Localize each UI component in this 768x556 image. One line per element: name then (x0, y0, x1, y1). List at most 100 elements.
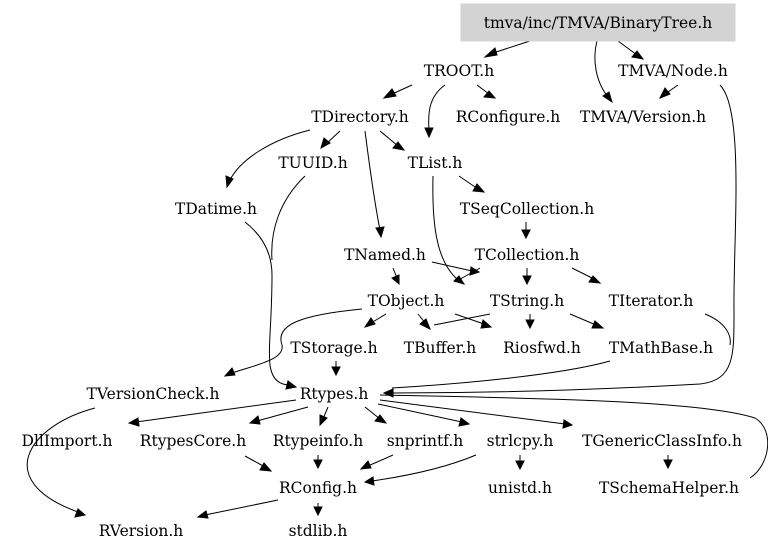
edge-titerator-rtypes (704, 313, 731, 346)
edge-rtypes-snprintf (364, 406, 381, 420)
arrowhead (363, 476, 375, 486)
edge-binarytree-troot (489, 40, 531, 55)
edge-tobject-riosfwd (454, 313, 485, 325)
arrowhead (331, 366, 341, 377)
edge-tmathbase-rtypes (391, 360, 611, 389)
arrowhead (392, 141, 406, 151)
edge-tdirectory-tdatime (229, 129, 311, 181)
node-rtypes[interactable]: Rtypes.h (300, 385, 369, 403)
arrowhead (521, 229, 531, 240)
edge-rconfig-rversion (204, 499, 279, 516)
edge-tnamed-tstring (431, 261, 473, 272)
edge-tlist-tstring (432, 175, 459, 281)
node-tuuid[interactable]: TUUID.h (278, 154, 347, 172)
node-tnamed[interactable]: TNamed.h (344, 246, 426, 264)
edge-rtypes-strlcpy (377, 403, 463, 423)
node-dllimport[interactable]: DllImport.h (22, 432, 113, 450)
edge-rtypescore-rconfig (244, 455, 266, 468)
arrowhead (658, 87, 671, 99)
node-tdirectory[interactable]: TDirectory.h (311, 108, 409, 126)
node-riosfwd[interactable]: Riosfwd.h (503, 339, 581, 357)
node-tdatime[interactable]: TDatime.h (175, 200, 257, 218)
edge-tdatime-rtypes (244, 221, 291, 386)
node-binarytree[interactable]: tmva/inc/TMVA/BinaryTree.h (484, 14, 713, 32)
node-snprintf[interactable]: snprintf.h (387, 432, 464, 450)
arrowhead (663, 459, 673, 470)
arrowhead (320, 137, 331, 150)
node-rconfig[interactable]: RConfig.h (279, 479, 357, 497)
node-tstring[interactable]: TString.h (490, 292, 564, 310)
node-tmva-version[interactable]: TMVA/Version.h (580, 108, 706, 126)
arrowhead (591, 320, 605, 329)
node-tgenericclassinfo[interactable]: TGenericClassInfo.h (582, 432, 742, 450)
node-stdlib[interactable]: stdlib.h (289, 522, 348, 540)
arrowhead (259, 462, 273, 472)
edge-snprintf-rconfig (367, 454, 394, 467)
arrowhead (562, 419, 574, 429)
edge-tcollection-tobject (454, 267, 481, 283)
arrowhead (472, 183, 486, 193)
arrowhead (458, 417, 471, 427)
arrowhead (522, 275, 532, 286)
arrowhead (419, 318, 431, 331)
node-titerator[interactable]: TIterator.h (609, 292, 694, 310)
arrowhead (588, 275, 602, 284)
node-tstorage[interactable]: TStorage.h (290, 339, 377, 357)
edge-tobject-tversioncheck (231, 308, 363, 374)
node-highlight-box (460, 3, 736, 42)
node-tschemahelper[interactable]: TSchemaHelper.h (599, 479, 739, 497)
arrowhead (424, 127, 434, 139)
edge-tstring-tmathbase (569, 313, 597, 326)
node-tcollection[interactable]: TCollection.h (475, 246, 580, 264)
node-tobject[interactable]: TObject.h (368, 292, 445, 310)
arrowhead (359, 460, 372, 470)
node-rtypescore[interactable]: RtypesCore.h (140, 432, 246, 450)
arrowhead (196, 510, 209, 519)
arrowhead (483, 47, 498, 58)
arrowhead (480, 319, 493, 329)
arrowhead (313, 506, 323, 517)
node-strlcpy[interactable]: strlcpy.h (487, 432, 554, 450)
arrowhead (285, 380, 298, 390)
edge-binarytree-version (594, 40, 609, 98)
arrowhead (74, 508, 87, 518)
edge-tcollection-titerator (571, 267, 595, 280)
edge-tstring-tbuffer (433, 313, 491, 326)
edge-rtypes-rtypescore (256, 406, 309, 422)
node-tseqcollection[interactable]: TSeqCollection.h (460, 200, 594, 218)
node-rtypeinfo[interactable]: Rtypeinfo.h (273, 432, 363, 450)
edge-tversioncheck-rversion (26, 407, 96, 513)
node-unistd[interactable]: unistd.h (488, 479, 552, 497)
edge-troot-rconfigure (476, 84, 490, 95)
graph-edges (26, 40, 768, 519)
arrowhead (375, 226, 385, 239)
arrowhead (391, 274, 400, 286)
edge-strlcpy-rconfig (371, 454, 477, 482)
arrowhead (382, 388, 394, 398)
edge-rtypes-tgenericclassinfo (379, 399, 566, 425)
arrowhead (602, 91, 613, 104)
node-tmva-node[interactable]: TMVA/Node.h (618, 62, 728, 80)
arrowhead (483, 90, 497, 99)
edge-node-rtypes (391, 84, 737, 394)
edge-rtypes-dllimport (135, 399, 297, 423)
arrowhead (515, 460, 525, 471)
edge-binarytree-node (617, 40, 638, 56)
node-troot[interactable]: TROOT.h (424, 62, 494, 80)
node-rconfigure[interactable]: RConfigure.h (456, 108, 561, 126)
arrowhead (631, 50, 645, 60)
node-tbuffer[interactable]: TBuffer.h (404, 339, 477, 357)
edge-troot-tlist (428, 84, 446, 131)
graph-nodes: tmva/inc/TMVA/BinaryTree.h TROOT.h TMVA/… (22, 3, 742, 540)
arrowhead (225, 175, 234, 189)
arrowhead (382, 88, 397, 99)
node-tversioncheck[interactable]: TVersionCheck.h (87, 385, 220, 403)
edge-tuuid-rtypes (271, 175, 306, 261)
edge-tdirectory-tnamed (364, 130, 381, 231)
node-rversion[interactable]: RVersion.h (99, 522, 184, 540)
node-tmathbase[interactable]: TMathBase.h (609, 339, 713, 357)
node-tlist[interactable]: TList.h (408, 154, 463, 172)
arrowhead (363, 317, 376, 328)
arrowhead (525, 319, 535, 330)
